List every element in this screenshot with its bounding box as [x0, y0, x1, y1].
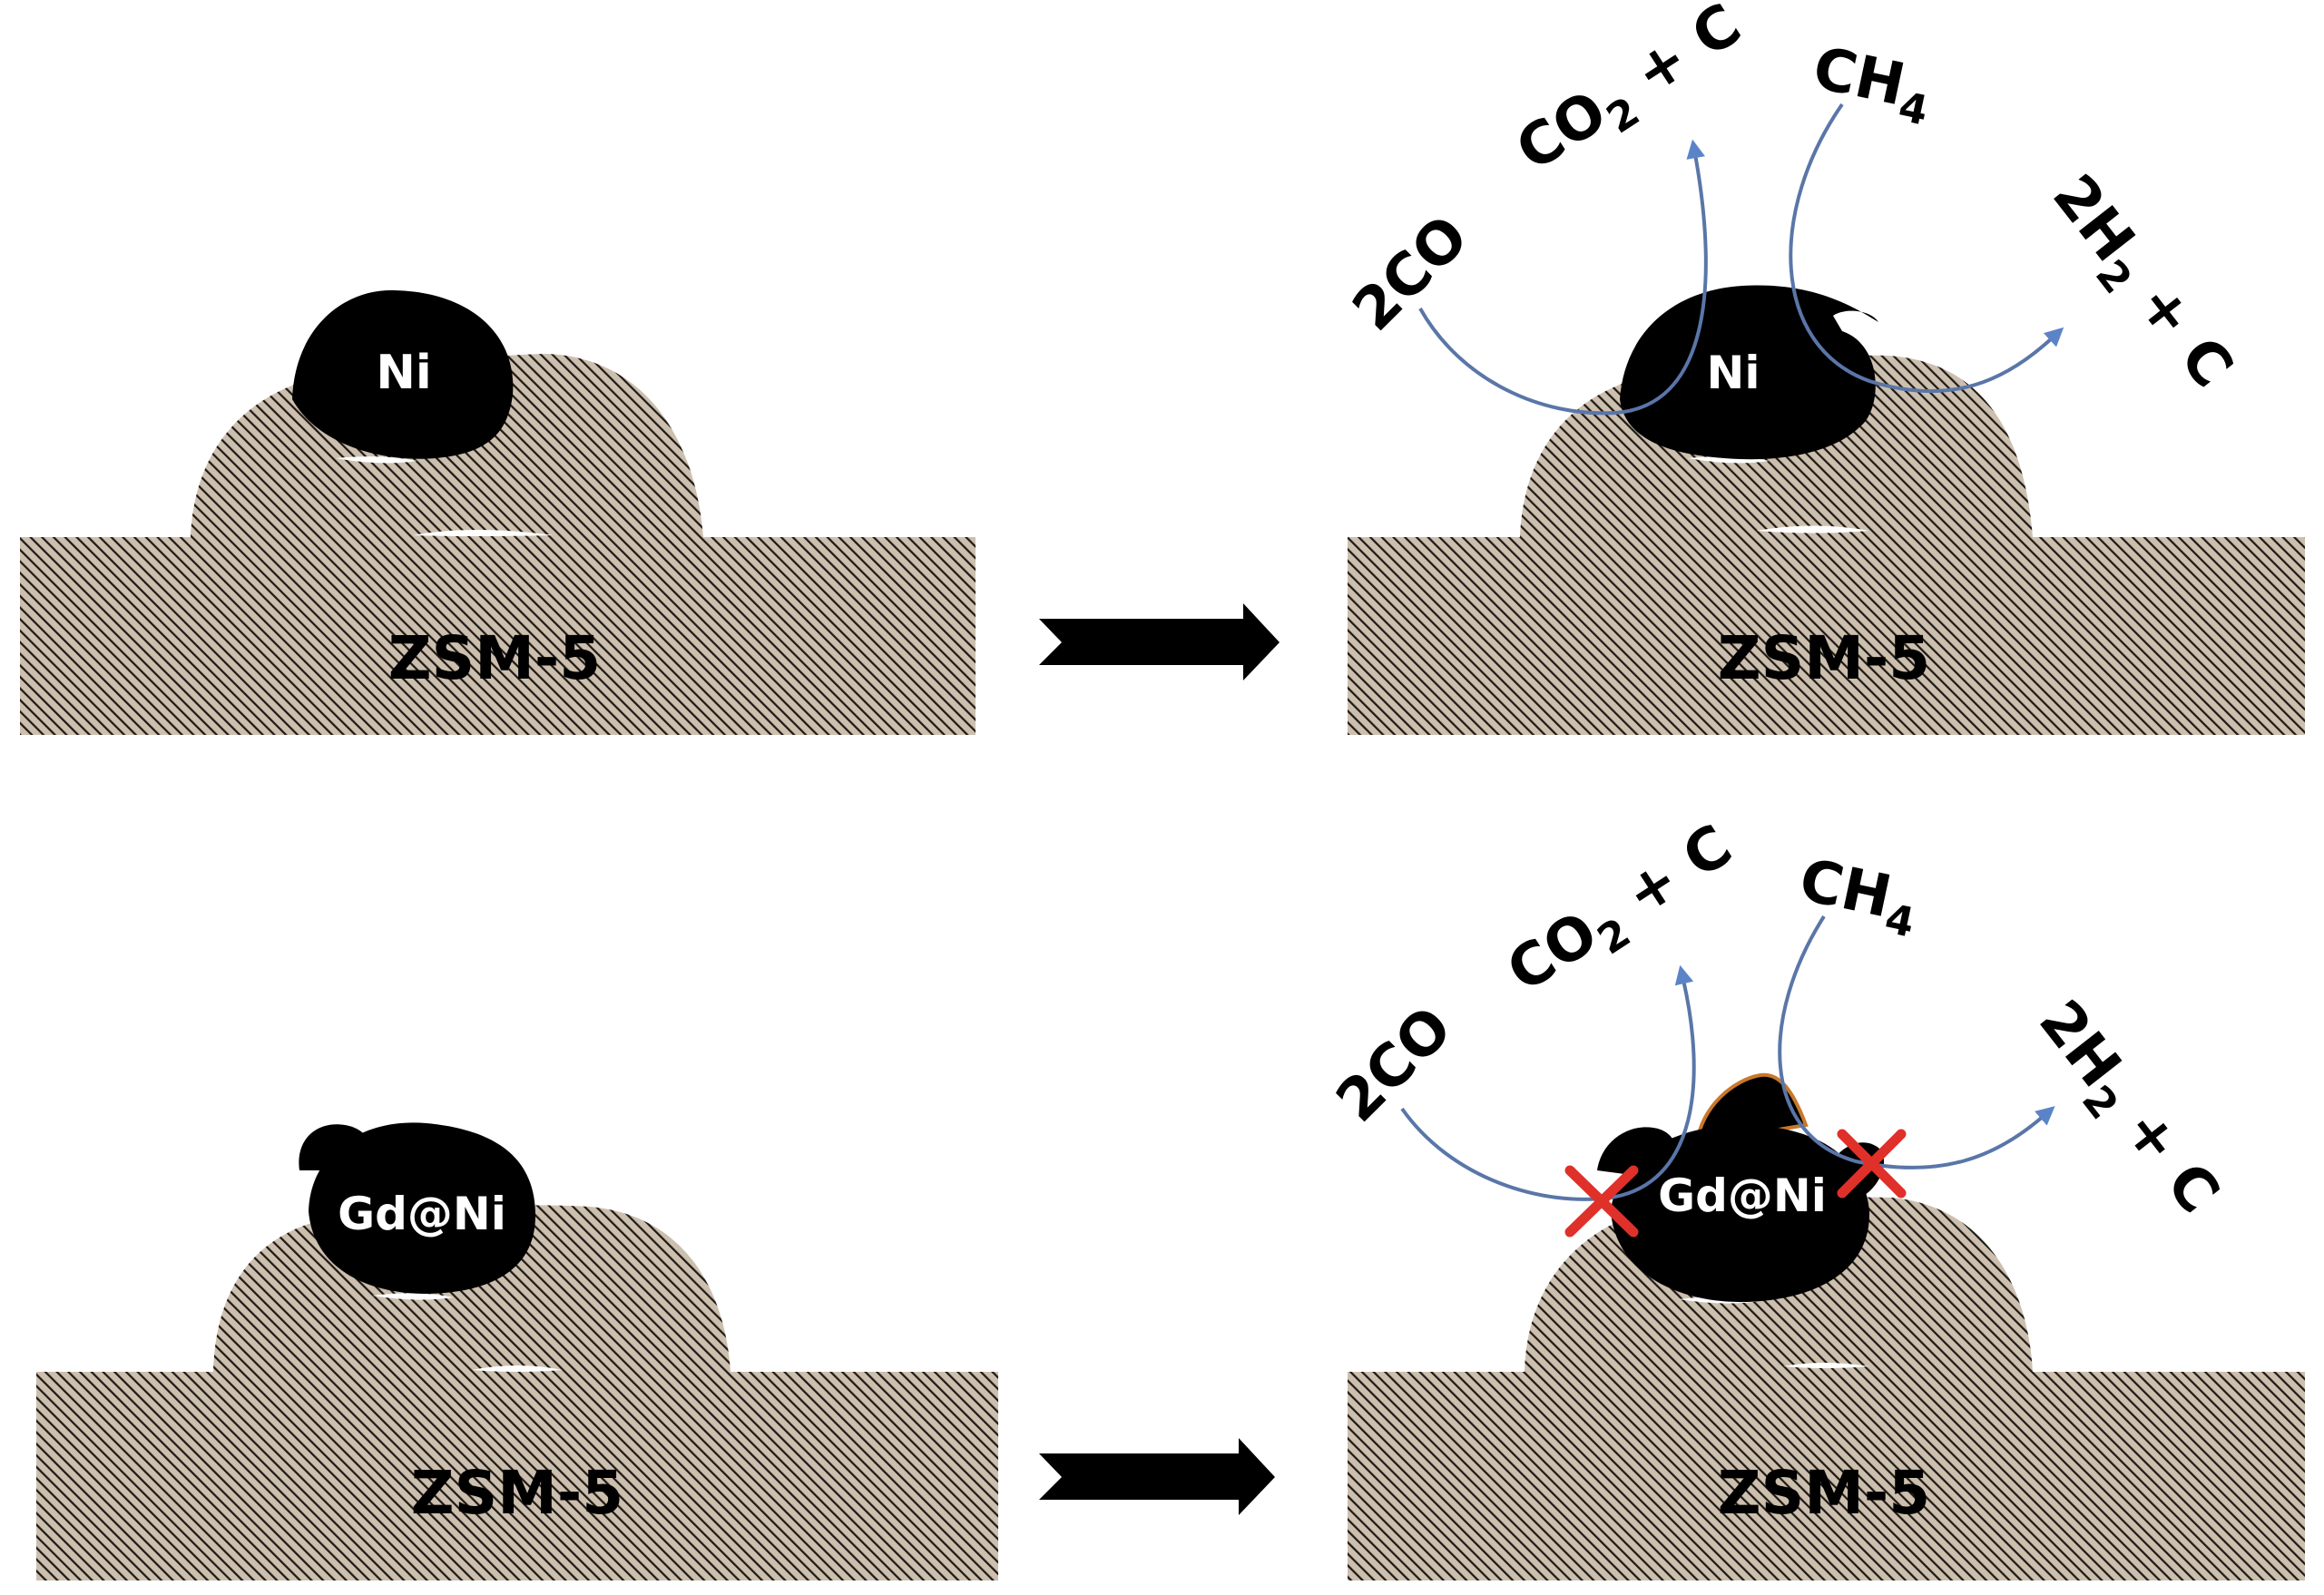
- zsm5-support: [20, 354, 976, 735]
- zsm5-support: [36, 1205, 998, 1580]
- particle-shadow-highlight: [372, 1293, 454, 1300]
- support-highlight: [472, 1365, 563, 1372]
- support-highlight: [413, 530, 554, 536]
- right-block-arrow-icon: [1039, 603, 1280, 680]
- zsm5-support: [1348, 1197, 2305, 1580]
- support-label: ZSM-5: [411, 1458, 623, 1528]
- reactant-2co: 2CO: [1324, 994, 1465, 1135]
- support-highlight: [1756, 525, 1869, 533]
- ni-particle: [292, 289, 514, 459]
- particle-shadow-highlight: [336, 456, 417, 464]
- reactant-2co: 2CO: [1340, 203, 1481, 344]
- particle-label: Gd@Ni: [338, 1188, 506, 1240]
- ch4-to-h2-flow: [1789, 103, 2064, 394]
- gd-ni-particle: [1611, 1125, 1870, 1303]
- panel-top-right: Ni ZSM-5 2CO CO2 + C CH4 2H2 + C: [1340, 0, 2305, 735]
- right-block-arrow-icon: [1039, 1438, 1275, 1515]
- support-label: ZSM-5: [388, 623, 601, 693]
- particle-label: Ni: [1707, 347, 1760, 399]
- gd-ni-particle: [309, 1122, 535, 1294]
- co-to-co2-flow: [1418, 139, 1708, 416]
- panel-bottom-left: Gd@Ni ZSM-5: [36, 1122, 998, 1580]
- panel-top-left: Ni ZSM-5: [20, 289, 976, 735]
- product-co2-c: CO2 + C: [1505, 0, 1758, 193]
- reactant-ch4: CH4: [1805, 34, 1937, 135]
- reactant-ch4: CH4: [1791, 846, 1924, 947]
- zsm5-support: [1348, 355, 2305, 735]
- ch4-to-h2-flow: [1778, 915, 2055, 1169]
- product-2h2-c: 2H2 + C: [2032, 162, 2246, 406]
- support-label: ZSM-5: [1718, 1458, 1930, 1528]
- panel-bottom-right: Gd@Ni ZSM-5 2CO CO2 + C CH4 2H2 + C: [1324, 812, 2305, 1580]
- red-x-icon: [1837, 1129, 1907, 1199]
- particle-label: Ni: [376, 346, 431, 400]
- product-co2-c: CO2 + C: [1495, 812, 1749, 1014]
- particle-label: Gd@Ni: [1658, 1169, 1827, 1222]
- support-highlight: [1783, 1363, 1869, 1368]
- red-x-icon: [1564, 1165, 1639, 1238]
- product-2h2-c: 2H2 + C: [2018, 988, 2232, 1232]
- ni-particle: [1620, 285, 1878, 460]
- support-label: ZSM-5: [1718, 623, 1930, 693]
